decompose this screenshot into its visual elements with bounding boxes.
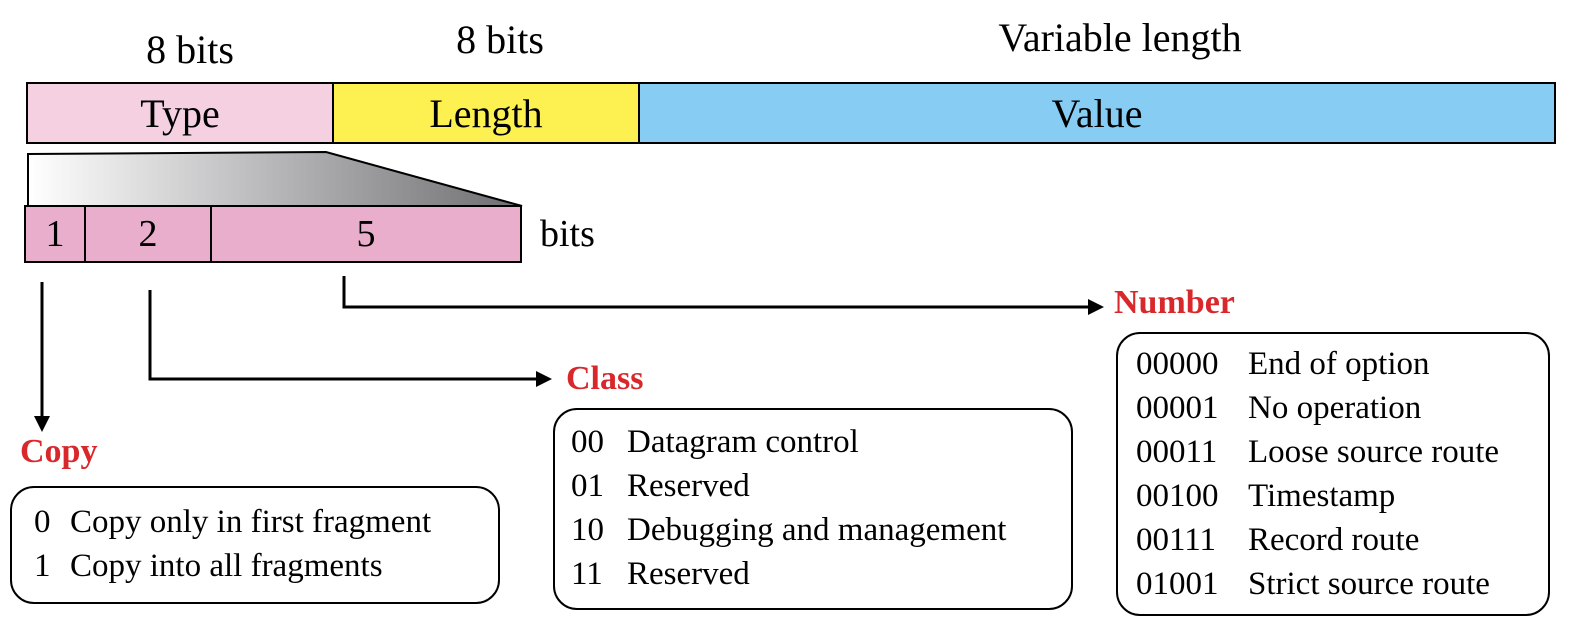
zoom-wedge bbox=[27, 150, 523, 207]
copy-box: 0 Copy only in first fragment 1 Copy int… bbox=[10, 486, 500, 604]
copy-text: Copy into all fragments bbox=[70, 548, 383, 584]
copy-title: Copy bbox=[20, 433, 98, 470]
number-title: Number bbox=[1114, 284, 1235, 321]
number-text: No operation bbox=[1248, 390, 1422, 426]
class-text: Datagram control bbox=[627, 424, 859, 460]
class-text: Reserved bbox=[627, 556, 750, 592]
class-text: Debugging and management bbox=[627, 512, 1007, 548]
copy-code: 0 bbox=[34, 504, 51, 540]
length-size-label: 8 bits bbox=[456, 17, 544, 62]
number-text: Loose source route bbox=[1248, 434, 1500, 470]
number-code: 01001 bbox=[1136, 566, 1219, 602]
number-code: 00000 bbox=[1136, 346, 1219, 382]
number-bits-cell: 5 bbox=[210, 205, 522, 263]
class-item: 01 Reserved bbox=[571, 464, 1071, 508]
copy-item: 0 Copy only in first fragment bbox=[34, 500, 498, 544]
value-field: Value bbox=[638, 82, 1556, 144]
number-item: 00100 Timestamp bbox=[1136, 474, 1548, 518]
class-item: 10 Debugging and management bbox=[571, 508, 1071, 552]
bits-unit-label: bits bbox=[540, 213, 595, 255]
number-item: 00000 End of option bbox=[1136, 342, 1548, 386]
number-item: 00011 Loose source route bbox=[1136, 430, 1548, 474]
class-box: 00 Datagram control 01 Reserved 10 Debug… bbox=[553, 408, 1073, 610]
number-text: End of option bbox=[1248, 346, 1430, 382]
number-item: 00111 Record route bbox=[1136, 518, 1548, 562]
number-item: 01001 Strict source route bbox=[1136, 562, 1548, 606]
class-arrow bbox=[148, 290, 540, 381]
number-text: Strict source route bbox=[1248, 566, 1490, 602]
number-code: 00100 bbox=[1136, 478, 1219, 514]
class-bits-cell: 2 bbox=[84, 205, 212, 263]
number-text: Record route bbox=[1248, 522, 1420, 558]
number-arrow bbox=[342, 276, 1092, 309]
class-arrowhead bbox=[536, 371, 552, 387]
class-code: 01 bbox=[571, 468, 604, 504]
number-code: 00001 bbox=[1136, 390, 1219, 426]
class-item: 11 Reserved bbox=[571, 552, 1071, 596]
number-item: 00001 No operation bbox=[1136, 386, 1548, 430]
copy-item: 1 Copy into all fragments bbox=[34, 544, 498, 588]
number-arrowhead bbox=[1088, 299, 1104, 315]
class-code: 10 bbox=[571, 512, 604, 548]
number-text: Timestamp bbox=[1248, 478, 1396, 514]
type-size-label: 8 bits bbox=[146, 27, 234, 72]
copy-bits-cell: 1 bbox=[24, 205, 86, 263]
class-code: 11 bbox=[571, 556, 603, 592]
number-code: 00111 bbox=[1136, 522, 1217, 558]
value-size-label: Variable length bbox=[998, 15, 1242, 60]
class-code: 00 bbox=[571, 424, 604, 460]
number-code: 00011 bbox=[1136, 434, 1218, 470]
length-field: Length bbox=[332, 82, 640, 144]
number-box: 00000 End of option 00001 No operation 0… bbox=[1116, 332, 1550, 616]
class-item: 00 Datagram control bbox=[571, 420, 1071, 464]
class-text: Reserved bbox=[627, 468, 750, 504]
copy-code: 1 bbox=[34, 548, 51, 584]
copy-text: Copy only in first fragment bbox=[70, 504, 432, 540]
class-title: Class bbox=[566, 360, 644, 397]
copy-arrowhead bbox=[34, 416, 50, 432]
